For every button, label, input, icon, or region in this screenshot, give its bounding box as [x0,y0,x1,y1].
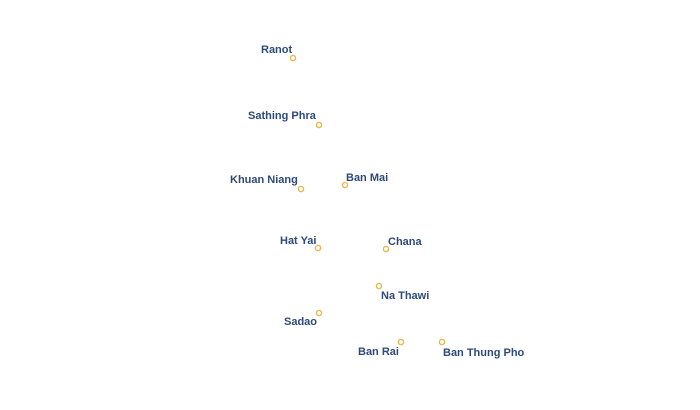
place-label: Ranot [261,44,293,56]
town-marker-icon [315,121,323,129]
place-ban-rai[interactable]: Ban Rai [357,338,405,360]
place-label: Sadao [284,316,317,328]
place-hat-yai[interactable]: Hat Yai [279,234,322,252]
town-marker-icon [314,244,322,252]
place-label: Na Thawi [381,290,429,302]
place-label: Ban Thung Pho [443,347,525,359]
place-label: Ban Rai [358,346,399,358]
place-khuan-niang[interactable]: Khuan Niang [229,173,305,193]
place-label: Ban Mai [346,172,388,184]
town-marker-icon [375,282,383,290]
town-marker-icon [341,181,349,189]
place-label: Hat Yai [280,235,317,247]
place-sadao[interactable]: Sadao [283,309,323,330]
town-marker-icon [289,54,297,62]
town-marker-icon [397,338,405,346]
place-chana[interactable]: Chana [382,235,424,253]
place-label: Khuan Niang [230,174,298,186]
town-marker-icon [297,185,305,193]
town-marker-icon [315,309,323,317]
town-marker-icon [382,245,390,253]
place-sathing-phra[interactable]: Sathing Phra [247,109,323,129]
place-ban-mai[interactable]: Ban Mai [341,171,390,189]
place-na-thawi[interactable]: Na Thawi [375,282,431,304]
place-ban-thung-pho[interactable]: Ban Thung Pho [438,338,526,361]
place-ranot[interactable]: Ranot [260,43,297,62]
place-label: Sathing Phra [248,110,317,122]
town-marker-icon [438,338,446,346]
place-label: Chana [388,236,423,248]
